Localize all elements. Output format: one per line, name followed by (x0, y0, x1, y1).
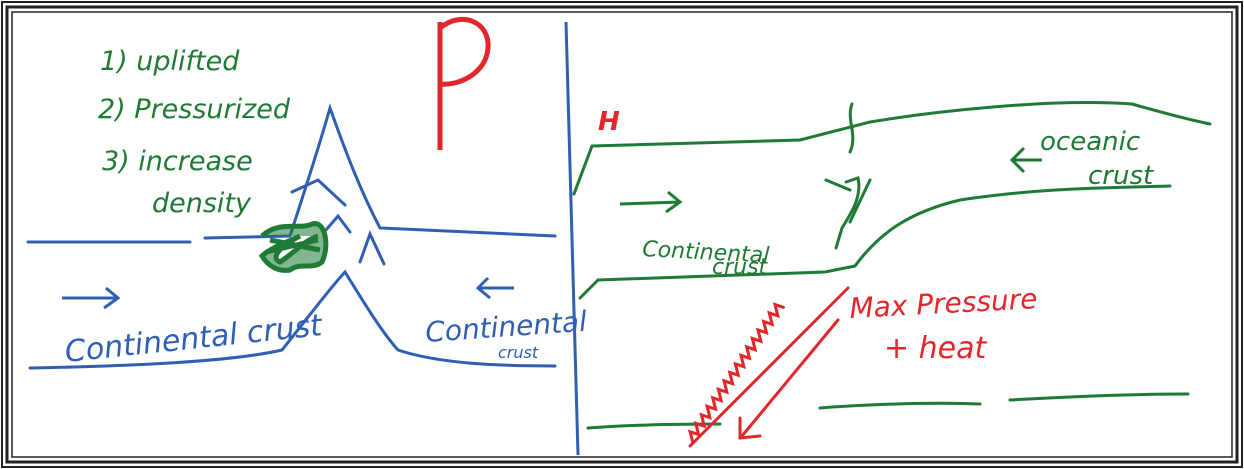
right-arrow-right (619, 190, 683, 214)
note-increase: 3) increase (102, 146, 253, 177)
left-crust-lines (26, 103, 557, 370)
pressure-label-2: + heat (884, 331, 988, 366)
pressure-symbol: P (437, 16, 491, 150)
oceanic-label-1: oceanic (1040, 127, 1140, 157)
panel-divider (564, 21, 580, 456)
rock-scribble (258, 221, 329, 273)
note-uplifted: 1) uplifted (100, 46, 240, 77)
right-panel: H Continental crust oceanic crust (572, 101, 1212, 448)
left-arrow-right (62, 286, 121, 310)
note-pressurized: 2) Pressurized (98, 94, 291, 125)
left-arrow-left (475, 276, 514, 300)
right-crust-label-2: crust (498, 343, 539, 362)
red-down-arrow (738, 318, 840, 440)
pressure-label-1: Max Pressure (849, 282, 1039, 325)
left-panel: 1) uplifted 2) Pressurized 3) increase d… (26, 16, 588, 370)
note-density: density (152, 188, 252, 219)
continental-label-2: crust (712, 255, 769, 280)
oceanic-label-2: crust (1088, 161, 1154, 191)
right-arrow-left (1009, 146, 1042, 174)
subduction-zone (687, 286, 850, 448)
h-label: H (598, 107, 620, 137)
